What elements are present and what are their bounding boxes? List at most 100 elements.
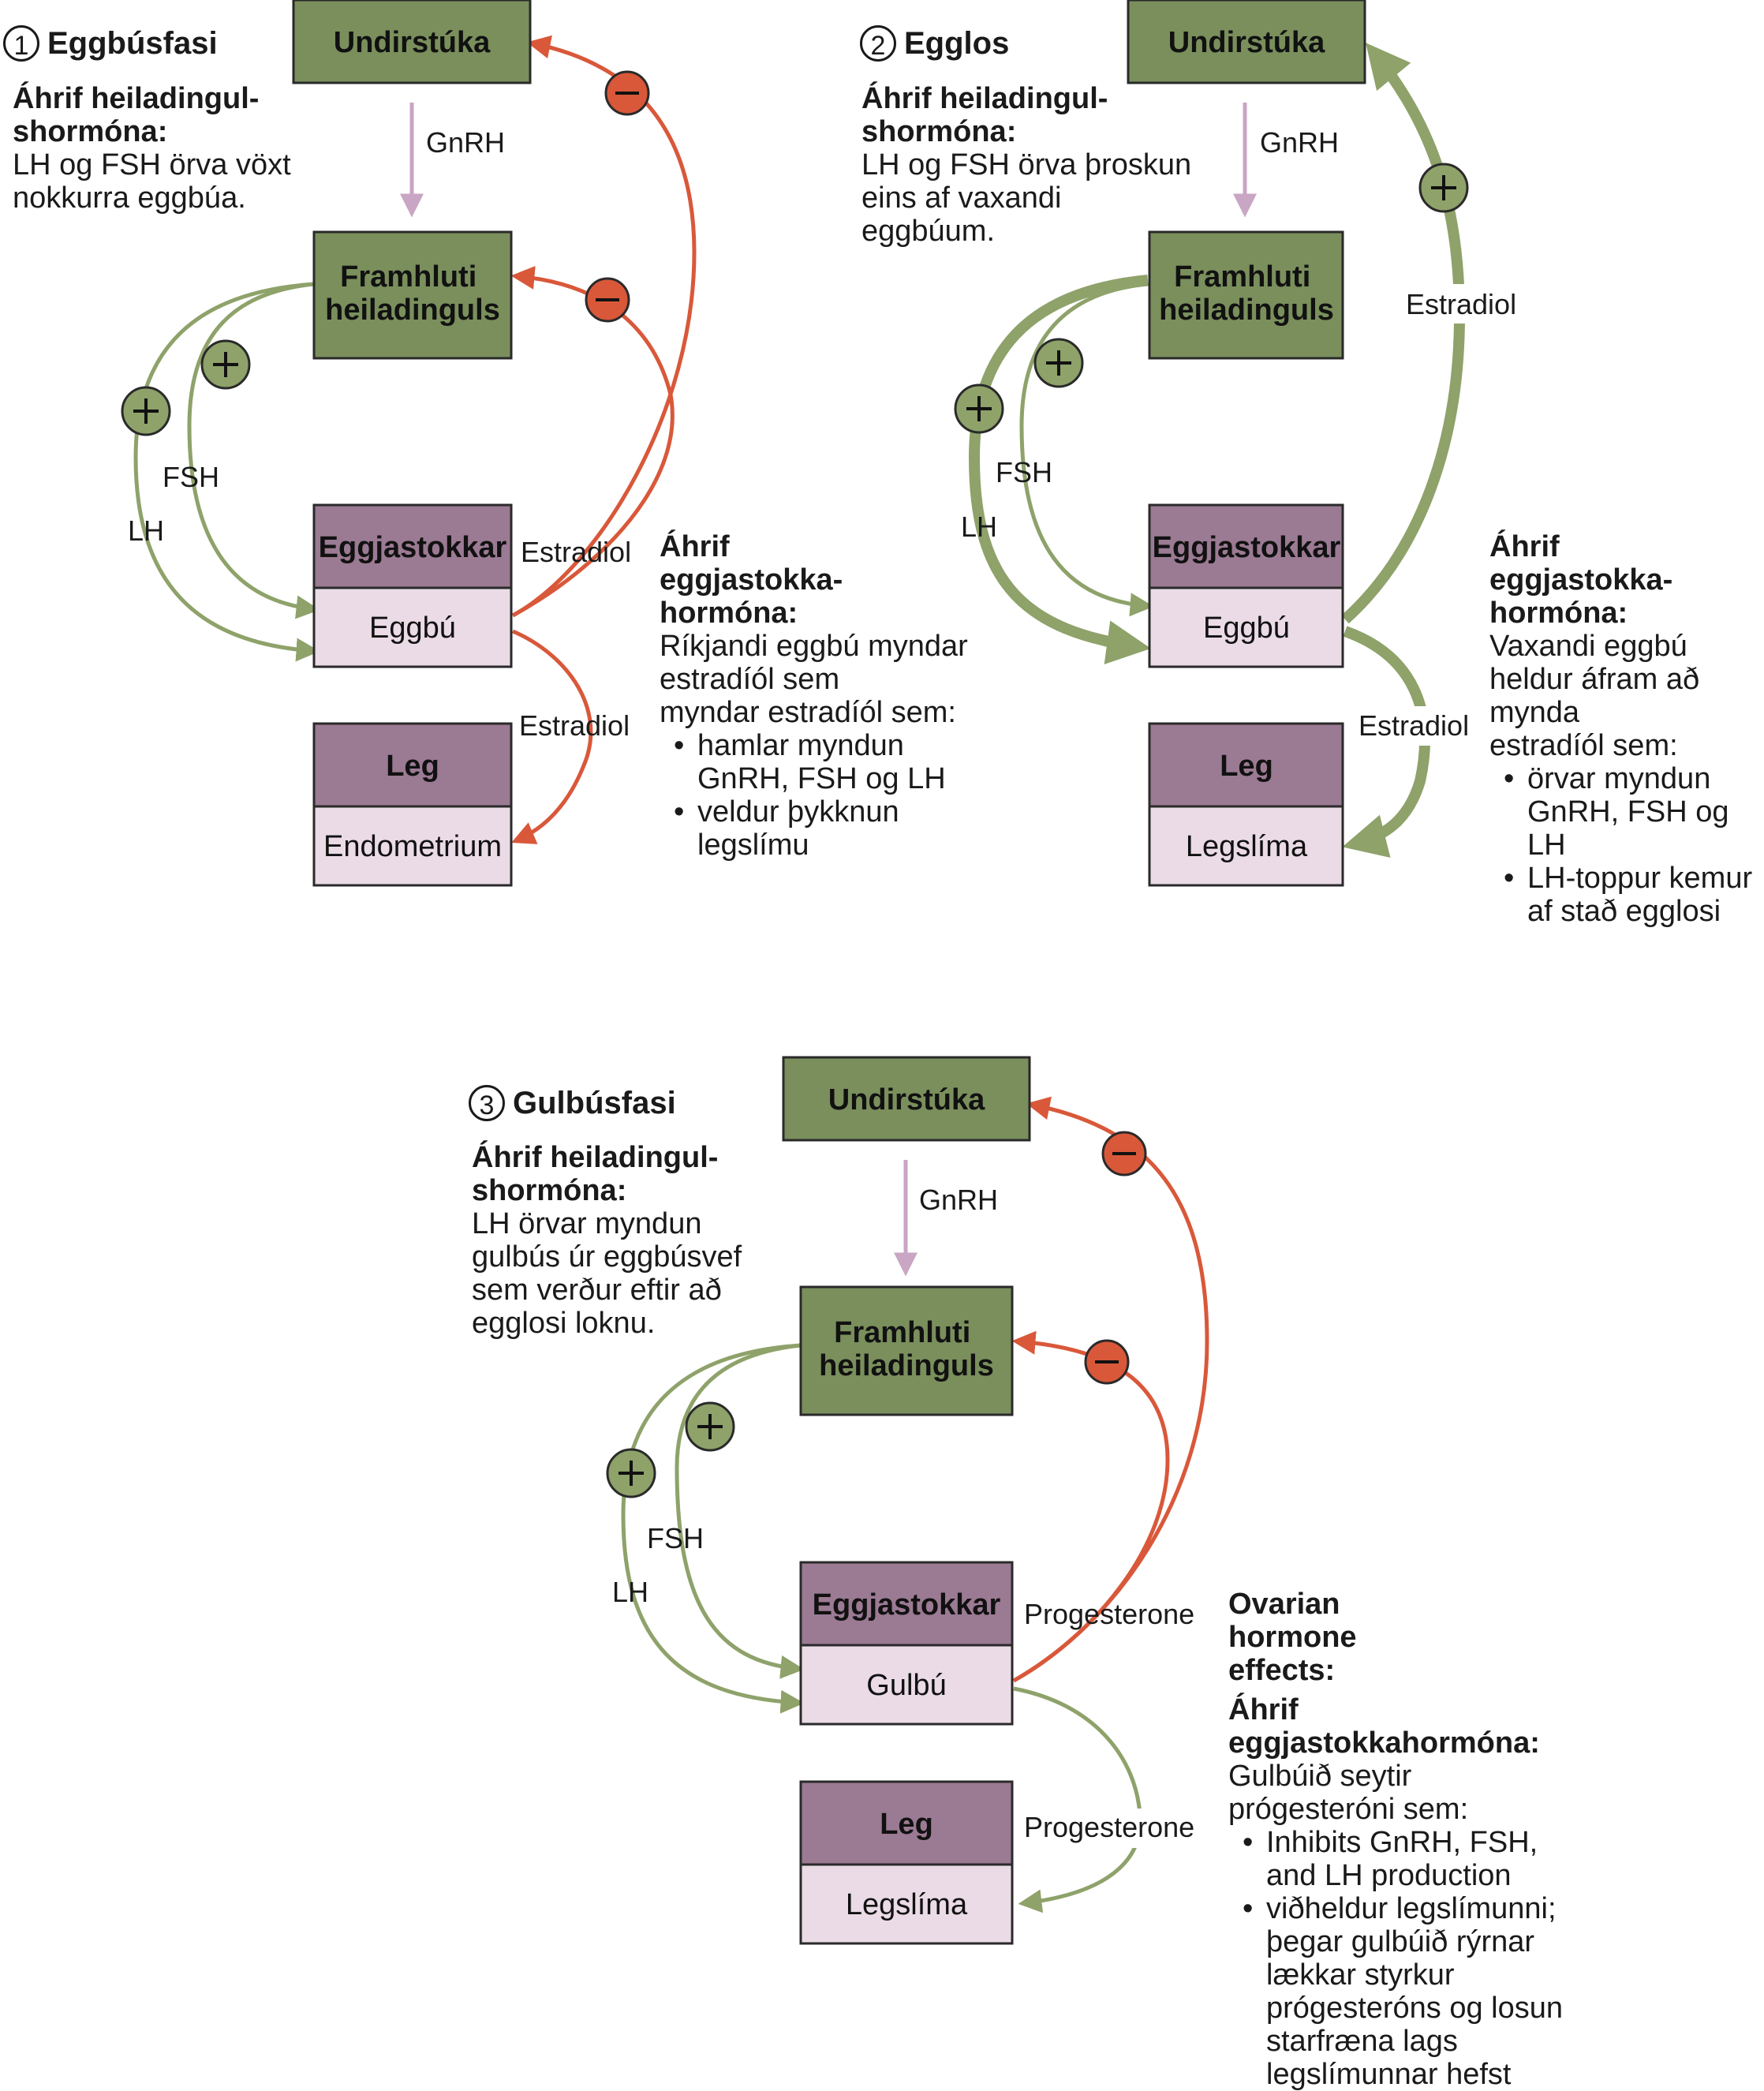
uterus-box	[799, 1780, 1014, 1866]
pituitary-effects-text: LH og FSH örva þroskun eins af vaxandi e…	[861, 148, 1192, 248]
plus-sign-lh	[606, 1448, 656, 1498]
minus-sign-pituitary	[1084, 1339, 1130, 1385]
estradiol-label-bg	[1400, 284, 1527, 324]
minus-sign-pituitary	[585, 277, 630, 323]
pituitary-effects-2: Áhrif heiladingul- shormóna: LH og FSH ö…	[861, 82, 1193, 248]
hypothalamus-box	[782, 1056, 1031, 1142]
pituitary-effects-heading: Áhrif heiladingul- shormóna:	[13, 82, 260, 148]
pituitary-effects-1: Áhrif heiladingul- shormóna: LH og FSH ö…	[13, 82, 312, 215]
endometrium-box	[312, 805, 513, 887]
pituitary-effects-heading: Áhrif heiladingul- shormóna:	[861, 82, 1108, 148]
ovary-label: Eggjastokkar	[319, 531, 507, 564]
estradiol-label-bottom: Estradiol	[1359, 709, 1469, 742]
gnrh-label: GnRH	[919, 1184, 998, 1216]
progesterone-to-hypothalamus-arrow	[1012, 1096, 1209, 1683]
pituitary-effects-3: Áhrif heiladingul- shormóna: LH örvar my…	[472, 1141, 787, 1340]
pituitary-label: Framhluti heiladinguls	[819, 1316, 994, 1382]
gnrh-label: GnRH	[1260, 126, 1339, 159]
panel-3: Undirstúka GnRH Framhluti heiladinguls F…	[606, 1056, 1209, 1945]
pituitary-label-line2: heiladinguls	[1159, 294, 1334, 327]
endometrium-label: Legslíma	[1186, 830, 1308, 863]
ovarian-effects-bullet-2: LH-toppur kemur af stað egglosi	[1489, 862, 1762, 928]
ovarian-effects-heading-en: Ovarian hormone effects:	[1228, 1588, 1357, 1687]
ovarian-effects-3: Ovarian hormone effects: Áhrif eggjastok…	[1228, 1588, 1575, 2091]
ovarian-effects-2: Áhrif eggjastokka- hormóna: Vaxandi eggb…	[1489, 530, 1762, 928]
ovarian-effects-heading: Áhrif eggjastokka- hormóna:	[1489, 530, 1673, 630]
progesterone-label-top: Progesterone	[1024, 1598, 1194, 1630]
lh-label: LH	[961, 511, 997, 543]
pituitary-label-line2: heiladinguls	[325, 294, 500, 327]
hypothalamus-label: Undirstúka	[828, 1083, 985, 1117]
fsh-arrow	[1019, 282, 1154, 617]
ovarian-effects-heading: Áhrif eggjastokka- hormóna:	[660, 530, 843, 630]
ovary-label: Eggjastokkar	[1153, 531, 1341, 564]
progesterone-label-bottom: Progesterone	[1024, 1811, 1194, 1843]
lh-arrow	[968, 275, 1151, 664]
pituitary-label: Framhluti heiladinguls	[325, 260, 500, 327]
pituitary-label-line2: heiladinguls	[819, 1349, 994, 1382]
plus-sign-fsh	[1033, 338, 1084, 388]
estradiol-bottom-bg	[1355, 706, 1474, 746]
fsh-arrow	[187, 282, 320, 619]
phase-1-number: 1	[3, 25, 39, 62]
progesterone-bottom-bg	[1019, 1809, 1201, 1848]
hypothalamus-box	[1127, 0, 1366, 84]
fsh-label: FSH	[996, 456, 1052, 488]
ovarian-effects-1: Áhrif eggjastokka- hormóna: Ríkjandi egg…	[660, 530, 991, 862]
plus-sign-fsh	[200, 339, 251, 390]
ovary-box	[312, 503, 513, 589]
minus-sign-hypothalamus	[604, 70, 650, 116]
ovarian-effects-text: Ríkjandi eggbú myndar estradíól sem mynd…	[660, 630, 968, 729]
pituitary-box	[1148, 230, 1344, 360]
phase-3-number: 3	[469, 1085, 505, 1121]
progesterone-to-uterus-arrow	[1013, 1686, 1142, 1913]
follicle-label: Eggbú	[369, 612, 456, 645]
estradiol-to-uterus-arrow	[511, 629, 593, 844]
lh-label: LH	[612, 1576, 648, 1608]
uterus-label: Leg	[1220, 750, 1273, 783]
ovarian-effects-heading: Áhrif eggjastokkahormóna:	[1228, 1693, 1540, 1760]
gnrh-label: GnRH	[426, 126, 505, 159]
plus-sign-estradiol	[1418, 163, 1469, 213]
ovarian-effects-text: Gulbúið seytir prógesteróni sem:	[1228, 1760, 1469, 1826]
panel-2: Undirstúka GnRH Framhluti heiladinguls E…	[954, 0, 1527, 887]
ovarian-effects-bullet-1: hamlar myndun GnRH, FSH og LH	[660, 729, 991, 795]
pituitary-label-line1: Framhluti	[1174, 260, 1310, 294]
follicle-box	[312, 586, 513, 668]
fsh-label: FSH	[647, 1522, 704, 1554]
estradiol-side-label: Estradiol	[1406, 288, 1516, 320]
hypothalamus-label: Undirstúka	[334, 26, 491, 59]
uterus-label: Leg	[386, 750, 439, 783]
hypothalamus-box	[292, 0, 532, 84]
uterus-box	[1148, 722, 1344, 808]
endometrium-label: Endometrium	[323, 830, 502, 863]
phase-2-heading: 2 Egglos	[860, 25, 1009, 62]
ovarian-effects-bullet-2: viðheldur legslímunni; þegar gulbúið rýr…	[1228, 1892, 1575, 2091]
endometrium-label: Legslíma	[846, 1888, 968, 1921]
phase-3-heading: 3 Gulbúsfasi	[469, 1085, 676, 1121]
ovary-label: Eggjastokkar	[813, 1588, 1001, 1622]
plus-sign-fsh	[685, 1401, 735, 1452]
lh-label: LH	[128, 514, 164, 547]
fsh-label: FSH	[163, 461, 219, 493]
lh-arrow	[133, 282, 320, 662]
endometrium-box	[1148, 805, 1344, 887]
pituitary-effects-text: LH og FSH örva vöxt nokkurra eggbúa.	[13, 148, 291, 215]
ovarian-effects-bullet-1: örvar myndun GnRH, FSH og LH	[1489, 762, 1762, 862]
estradiol-label-bottom: Estradiol	[519, 709, 630, 742]
phase-1-heading: 1 Eggbúsfasi	[3, 25, 218, 62]
corpus-luteum-box	[799, 1644, 1014, 1726]
plus-sign-lh	[954, 383, 1004, 434]
phase-2-title: Egglos	[904, 25, 1010, 61]
phase-3-title: Gulbúsfasi	[513, 1085, 676, 1120]
uterus-label: Leg	[880, 1808, 933, 1841]
ovarian-effects-text: Vaxandi eggbú heldur áfram að mynda estr…	[1489, 630, 1700, 762]
endometrium-box	[799, 1863, 1014, 1945]
pituitary-label-line1: Framhluti	[340, 260, 477, 294]
ovarian-effects-bullet-2: veldur þykknun legslímu	[660, 795, 991, 862]
phase-2-number: 2	[860, 25, 896, 62]
fsh-arrow	[675, 1343, 805, 1679]
pituitary-effects-text: LH örvar myndun gulbús úr eggbúsvef sem …	[472, 1207, 742, 1340]
estradiol-label-top: Estradiol	[521, 536, 631, 568]
